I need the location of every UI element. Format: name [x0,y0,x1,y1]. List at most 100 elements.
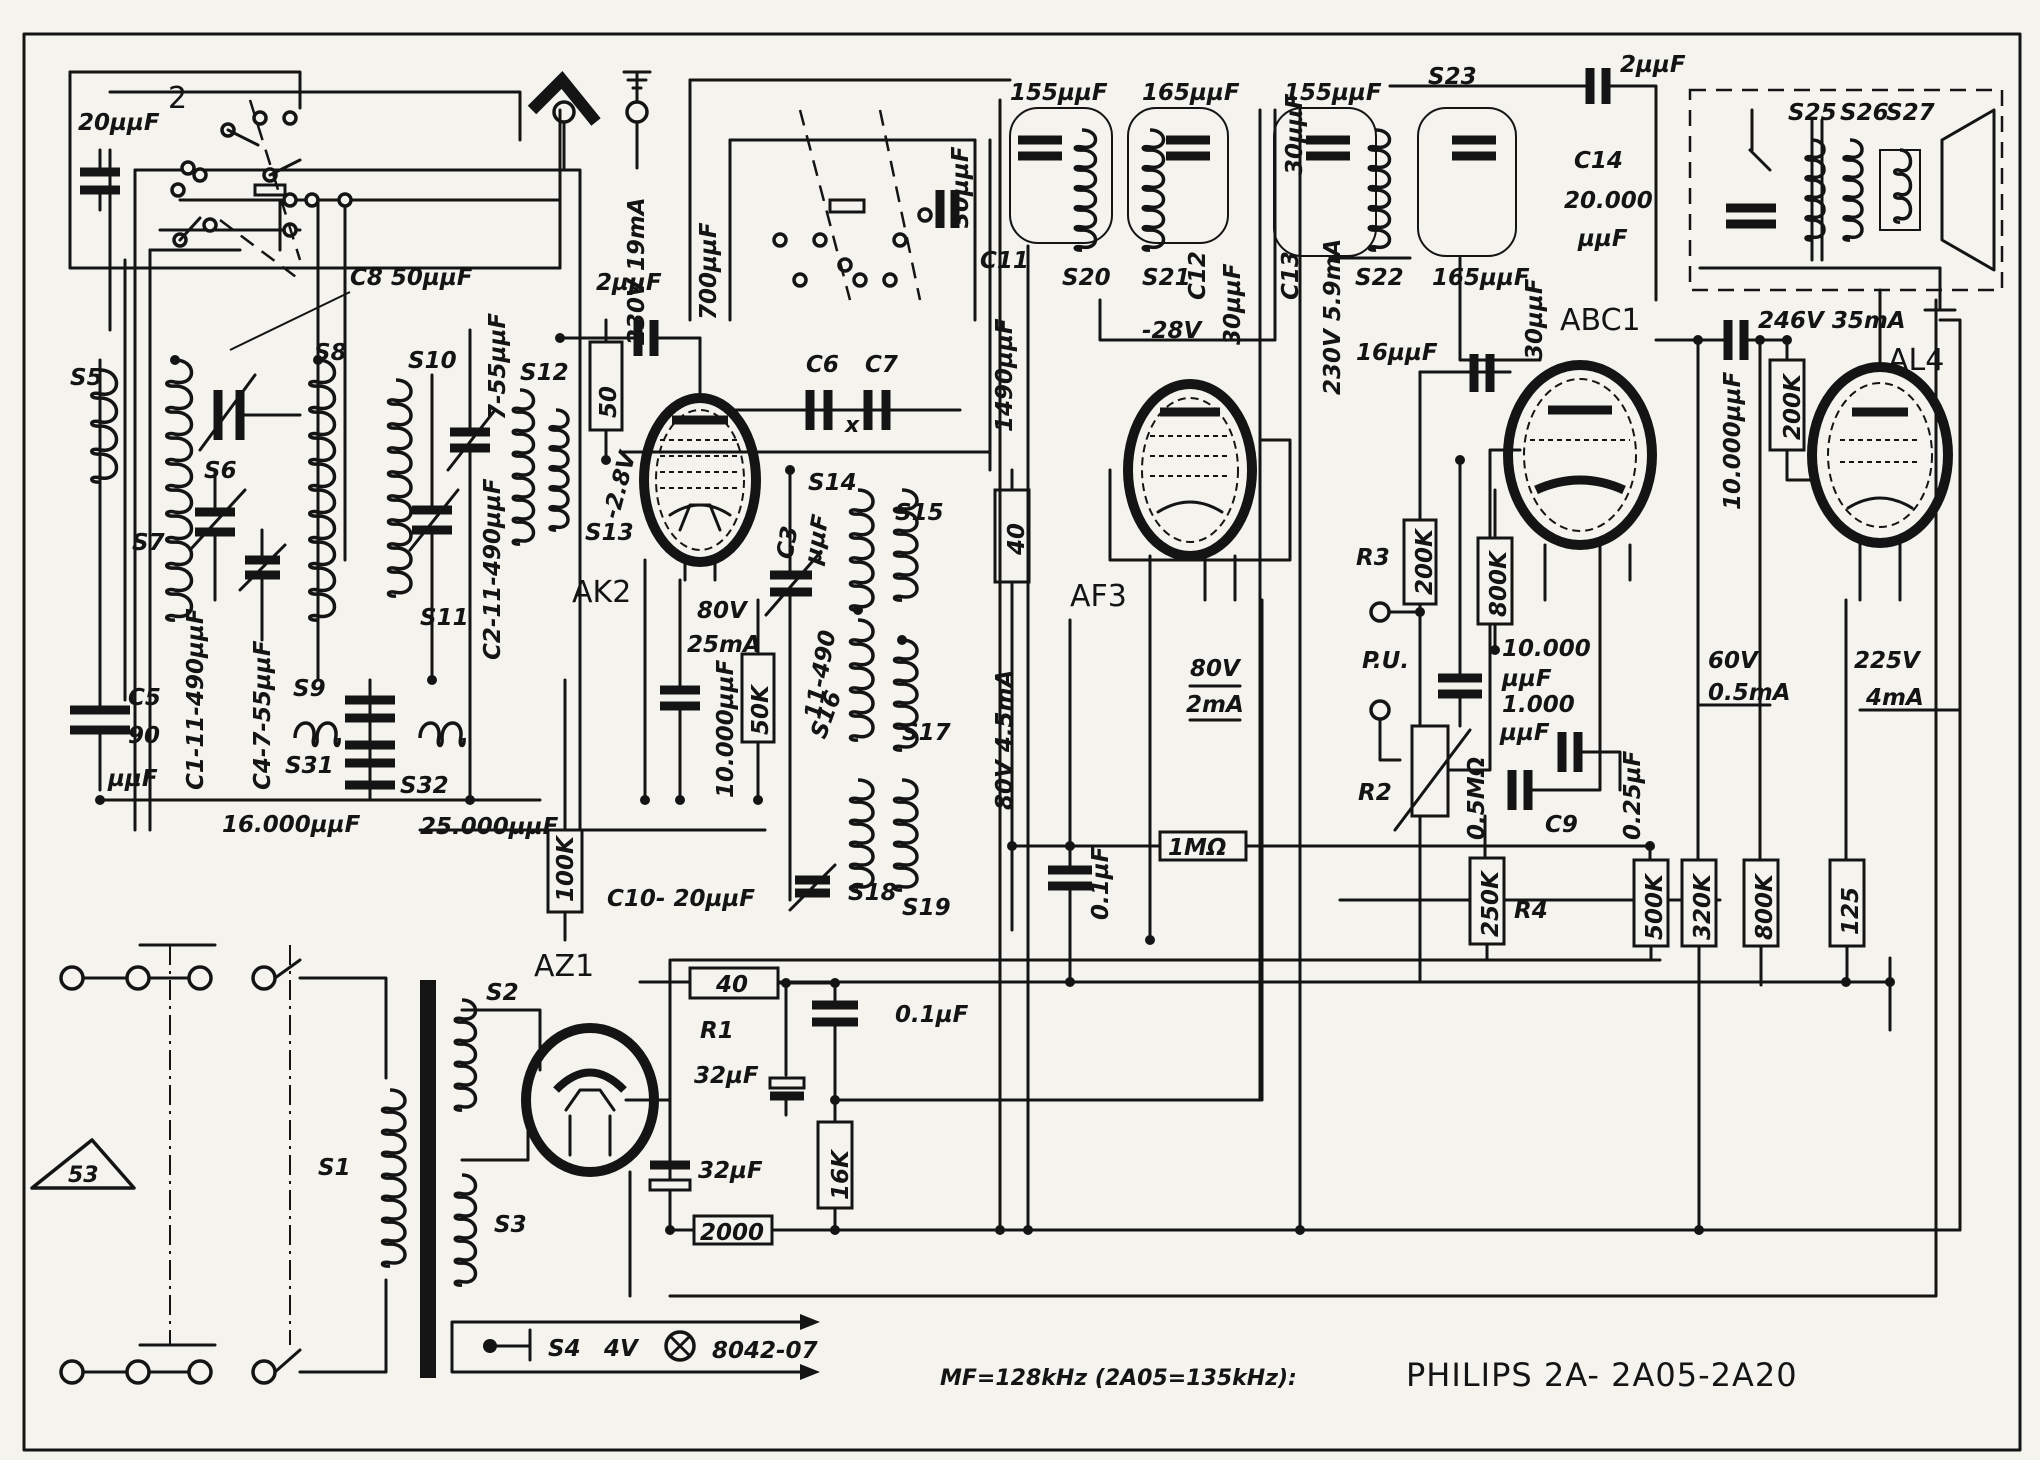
coil-s32 [418,721,466,748]
ak2-80v-label: 80V [697,598,749,624]
cap-c4-label: C4-7-55µµF [250,640,276,790]
page-badge-number: 53 [68,1163,99,1188]
if-transformer-1-box [1009,107,1517,257]
cap-c5-label: C5 [128,685,161,711]
cap-30-abc-label: 30µµF [1522,278,1548,360]
coil-s10 [386,378,413,598]
coil-s27 [1893,148,1913,224]
junction-dot [1007,841,1017,851]
coil-s15-label: S15 [895,500,944,526]
cap-025-label: 0.25µF [1620,750,1646,840]
cap-2uuf-label: 2µµF [596,270,662,296]
junction-dot [1694,1225,1704,1235]
res-100k-label: 100K [553,834,579,902]
res-r1-40-label: 40 [715,972,748,998]
res-r2-label: R2 [1358,780,1392,806]
res-r1-label: R1 [700,1018,734,1044]
junction-dot [1693,335,1703,345]
res-r4-label: R4 [1514,898,1548,924]
coil-s1 [380,1088,407,1268]
capacitor-c1[interactable] [188,468,247,602]
cap-c8-label: C8 50µµF [350,265,473,291]
junction-dot [1065,841,1075,851]
cap-165-b-label: 165µµF [1432,265,1530,291]
capacitor-c5 [70,638,130,792]
cap-x-label: x [844,413,860,438]
capacitor-c10[interactable] [788,863,837,912]
res-250k-label: 250K [1478,869,1504,937]
cap-c7-label: C7 [865,352,898,378]
cap-32uf-b-label: 32µF [698,1158,763,1184]
coil-s19-label: S19 [902,895,951,921]
coil-s25 [1804,138,1826,242]
capacitor-c3[interactable] [764,468,820,902]
potentiometer-r2[interactable] [1393,448,1522,832]
cap-c3-label: C3 [772,524,803,561]
capacitor-c4[interactable] [238,528,287,642]
cap-10000-abc-label: 10.000 [1502,636,1591,662]
coil-s13-label: S13 [585,520,634,546]
res-2000-label: 2000 [700,1220,764,1246]
capacitor-c2[interactable] [408,373,460,682]
volt-230v-59ma: 230V 5.9mA [1320,239,1346,395]
cap-c2-label: C2-11-490µµF [480,478,506,660]
junction-dot [1295,1225,1305,1235]
coil-s15 [892,488,919,602]
pickup-terminals[interactable] [1369,601,1422,762]
junction-dot [1145,935,1155,945]
capacitor-s6-trimmer[interactable] [198,373,302,452]
coil-s18 [848,778,875,892]
coil-s20 [1073,128,1098,252]
osc-switch-box[interactable] [688,78,1012,322]
coil-s2 [453,998,478,1112]
junction-dot [1023,1225,1033,1235]
cap-155-a-label: 155µµF [1010,80,1108,106]
cap-c14-unit: µµF [1577,226,1628,252]
res-40-label: 40 [1004,523,1030,556]
cap-1000-label: 1.000 [1502,692,1575,718]
lamp-part-label: 8042-07 [712,1338,818,1364]
junction-dot [313,355,323,365]
tube-ak2 [639,393,761,582]
res-50k-label: 50K [748,683,774,735]
coil-s22 [1367,128,1392,252]
junction-dot [1885,977,1895,987]
tube-abc1-label: ABC1 [1560,303,1641,338]
resistor-2000 [668,1214,774,1246]
capacitor-c7 [728,390,962,430]
pu-label: P.U. [1362,648,1409,674]
resistor-100k [546,678,584,942]
pilot-lamp-circuit [450,1314,820,1380]
junction-dot [95,795,105,805]
capacitor-30-osc [935,190,960,228]
res-16k-label: 16K [828,1148,854,1200]
lamp-switch-label: S4 [548,1336,581,1362]
coil-s26-label: S26 [1840,100,1889,126]
mains-switch-top[interactable] [59,943,388,1080]
coil-s12-label: S12 [520,360,569,386]
resistor-250k [1468,814,1506,962]
junction-dot [601,455,611,465]
coil-s18-label: S18 [848,880,897,906]
capacitor-16uuf [1418,354,1512,392]
capacitor-01uf-af3 [1048,618,1092,984]
resistor-320k [1680,338,1718,1232]
coil-s5 [90,368,119,484]
tube-az1 [460,1008,659,1177]
model-title: PHILIPS 2A- 2A05-2A20 [1406,1356,1798,1394]
volt-60v-label: 60V [1708,648,1760,674]
coil-s12 [511,388,536,546]
resistor-200k-r3 [1402,370,1438,984]
res-500k-label: 500K [1642,872,1668,940]
waveband-switch[interactable] [170,99,353,281]
junction-dot [1841,977,1851,987]
mains-switch-bottom[interactable] [59,1278,388,1385]
cap-c11-label: C11 [980,248,1029,274]
capacitor-01uf-psu [812,981,1262,1122]
coil-s2-label: S2 [486,980,519,1006]
junction-dot [995,1225,1005,1235]
capacitor-7-55[interactable] [446,328,497,802]
volt-80v-45ma: 80V 4.5mA [992,670,1018,810]
cap-165-a-label: 165µµF [1142,80,1240,106]
